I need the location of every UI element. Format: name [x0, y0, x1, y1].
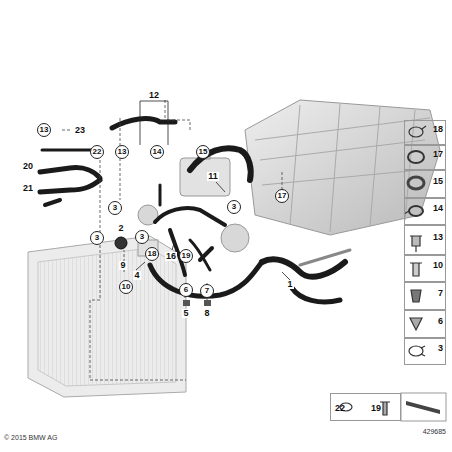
callout-number: 3 — [90, 231, 104, 245]
callout-number: 15 — [196, 145, 210, 159]
part-number: 18 — [433, 125, 443, 134]
callout-number: 22 — [90, 145, 104, 159]
part-number: 19 — [371, 404, 381, 413]
callout-number: 21 — [22, 184, 34, 193]
callout-number: 1 — [286, 280, 293, 289]
callout-number: 17 — [275, 189, 289, 203]
diagram-number: 429685 — [423, 428, 446, 435]
part-cell: 7 — [404, 282, 446, 310]
callout-number: 13 — [115, 145, 129, 159]
callout-number: 23 — [74, 126, 86, 135]
part-number: 22 — [335, 404, 345, 413]
leader-lines — [62, 100, 282, 380]
callout-number: 18 — [145, 247, 159, 261]
callout-number: 6 — [179, 283, 193, 297]
hose-strip — [406, 401, 440, 414]
copyright: © 2015 BMW AG — [4, 434, 57, 441]
callout-number: 12 — [148, 91, 160, 100]
part-number: 15 — [433, 177, 443, 186]
hoses — [40, 119, 350, 302]
callout-number: 11 — [207, 172, 219, 181]
part-cell: 15 — [404, 170, 446, 198]
part-cell: 22 19 — [330, 393, 401, 421]
part-number: 3 — [438, 344, 443, 353]
callout-number: 2 — [117, 224, 124, 233]
part-number: 13 — [433, 233, 443, 242]
part-number: 17 — [433, 150, 443, 159]
part-cell: 17 — [404, 145, 446, 170]
callout-number: 3 — [108, 201, 122, 215]
part-cell: 10 — [404, 255, 446, 282]
callout-number: 20 — [22, 162, 34, 171]
callout-number: 3 — [135, 230, 149, 244]
callout-number: 9 — [119, 261, 126, 270]
part-number: 10 — [433, 261, 443, 270]
part-number: 6 — [438, 317, 443, 326]
part-number: 7 — [438, 289, 443, 298]
part-cell: 13 — [404, 225, 446, 255]
callout-number: 8 — [203, 309, 210, 318]
callout-number: 5 — [182, 309, 189, 318]
callout-number: 3 — [227, 200, 241, 214]
callout-number: 19 — [179, 249, 193, 263]
callout-number: 16 — [165, 252, 177, 261]
callout-number: 7 — [200, 284, 214, 298]
callout-number: 4 — [133, 271, 140, 280]
callout-number: 13 — [37, 123, 51, 137]
part-number: 14 — [433, 204, 443, 213]
callout-number: 10 — [119, 280, 133, 294]
radiator — [28, 236, 186, 397]
strip-box — [401, 393, 446, 421]
part-cell: 18 — [404, 120, 446, 145]
part-cell: 14 — [404, 198, 446, 225]
part-cell: 6 — [404, 310, 446, 338]
part-cell: 3 — [404, 338, 446, 365]
callout-number: 14 — [150, 145, 164, 159]
